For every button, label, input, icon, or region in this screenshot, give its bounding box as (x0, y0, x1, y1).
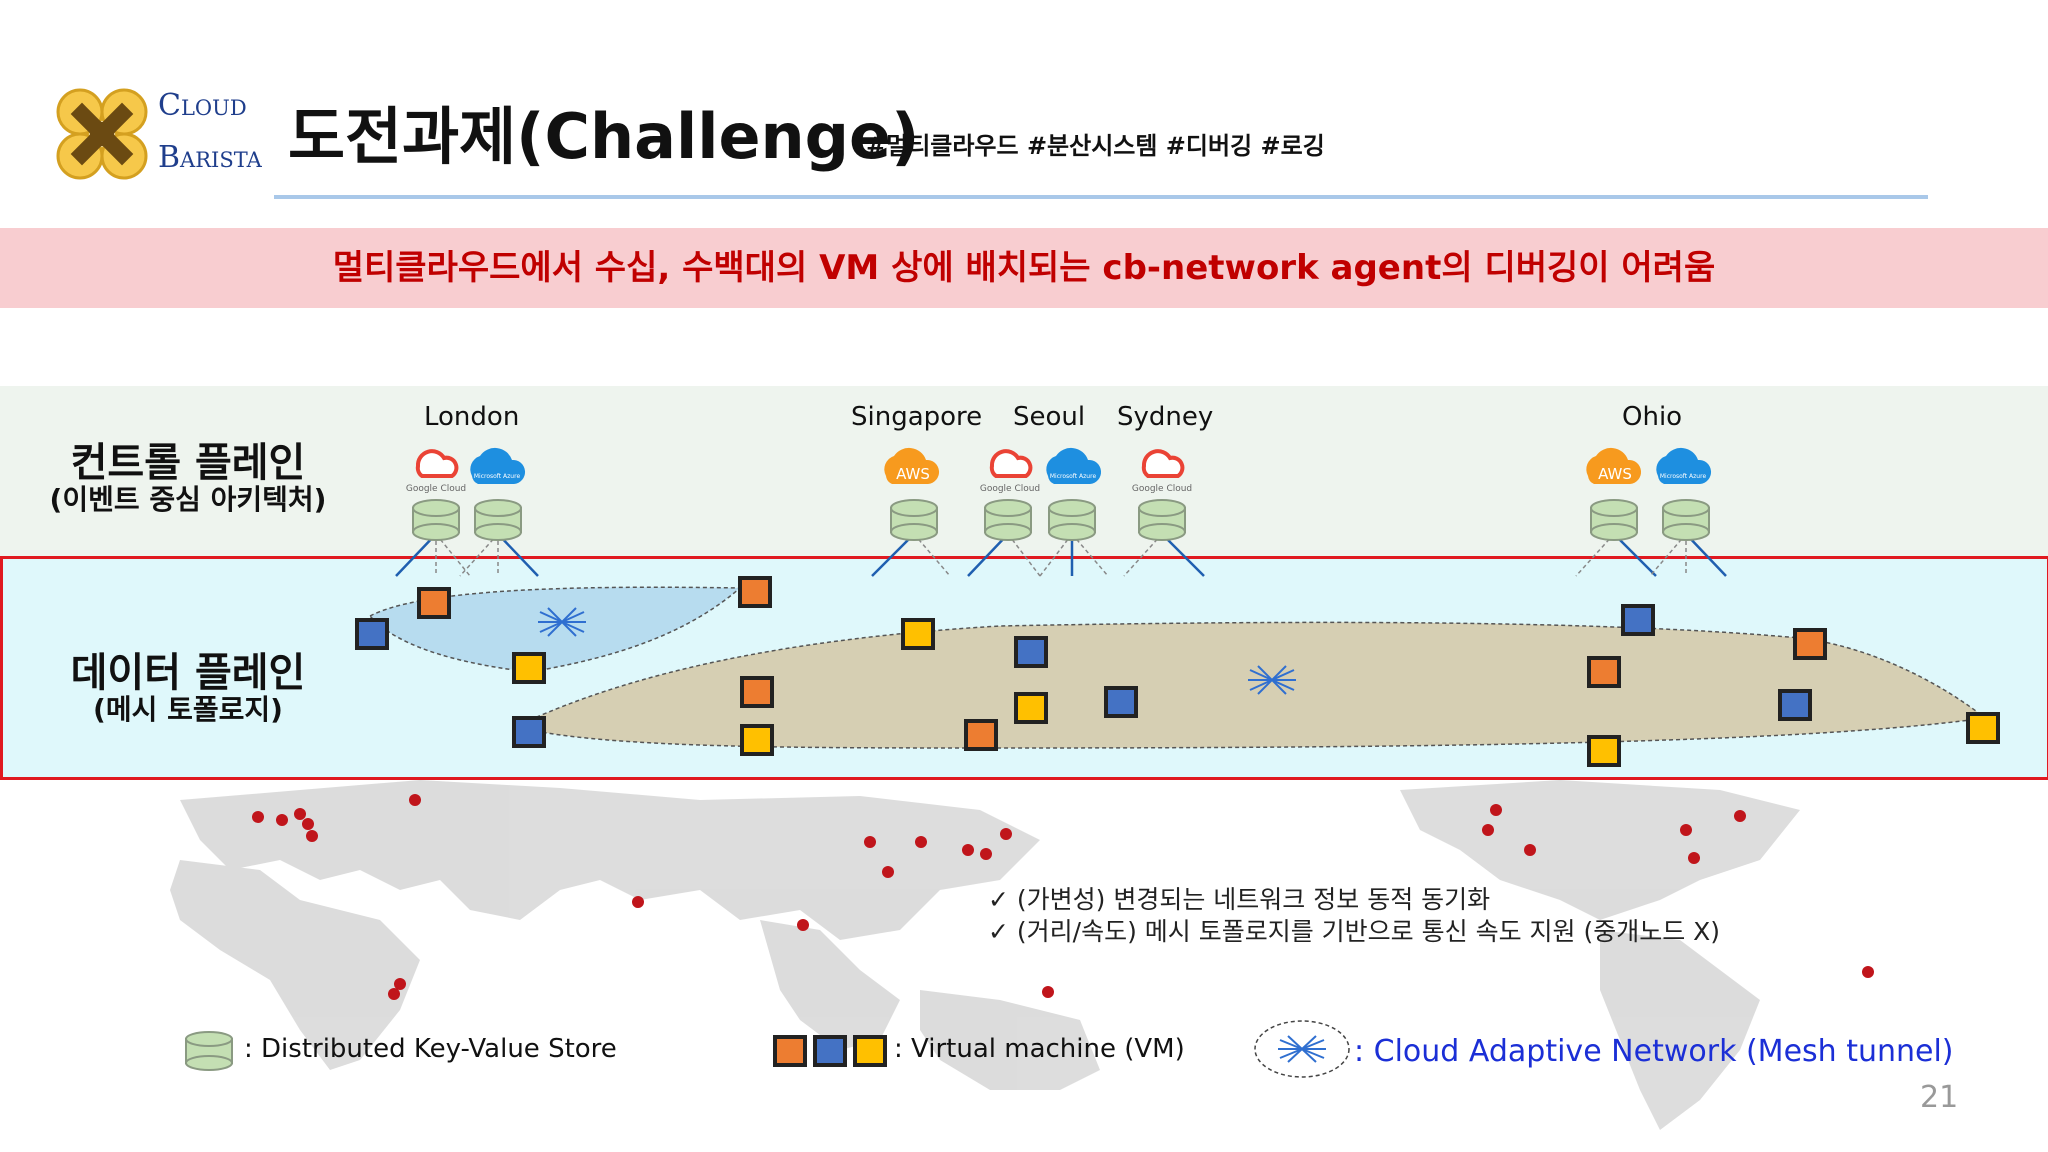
page-number: 21 (1920, 1080, 1959, 1115)
azure-cloud-icon: Microsoft Azure (470, 447, 526, 484)
city-singapore: Singapore (851, 402, 983, 432)
vm-icon (1014, 692, 1048, 724)
svg-text:Microsoft Azure: Microsoft Azure (1660, 473, 1707, 480)
kv-stores (412, 499, 1710, 541)
vm-icon (1587, 656, 1621, 688)
mesh-tunnel-icon (538, 607, 586, 637)
kv-store-icon (984, 499, 1032, 541)
vm-icon (1621, 604, 1655, 636)
vm-icon (355, 618, 389, 650)
legend-kv-icon (185, 1031, 233, 1071)
google-cloud-icon: Google Cloud (406, 449, 466, 494)
kv-store-icon (1662, 499, 1710, 541)
city-london: London (424, 402, 520, 432)
page-title: 도전과제(Challenge) (288, 100, 920, 173)
logo-text-barista: Barista (158, 140, 262, 175)
legend-vm-label: : Virtual machine (VM) (894, 1034, 1185, 1064)
vm-icon (1104, 686, 1138, 718)
legend-vm-icons (773, 1035, 887, 1067)
vm-icon (740, 724, 774, 756)
vm-icon (512, 716, 546, 748)
google-cloud-icon: Google Cloud (980, 449, 1040, 494)
vm-icon (1793, 628, 1827, 660)
svg-text:Google Cloud: Google Cloud (406, 484, 466, 494)
mesh-region-large (529, 621, 1987, 749)
mesh-tunnel-icon (1248, 665, 1296, 695)
aws-icon: AWS (1586, 447, 1642, 484)
google-cloud-icon: Google Cloud (1132, 449, 1192, 494)
kv-store-icon (1138, 499, 1186, 541)
world-map (170, 780, 1874, 1130)
svg-text:Google Cloud: Google Cloud (1132, 484, 1192, 494)
data-plane-subtitle: (메시 토폴로지) (93, 693, 283, 726)
vm-icon (738, 576, 772, 608)
legend-mesh-label: : Cloud Adaptive Network (Mesh tunnel) (1354, 1034, 1954, 1069)
city-ohio: Ohio (1622, 402, 1683, 432)
azure-cloud-icon: Microsoft Azure (1656, 447, 1712, 484)
vm-icon (1014, 636, 1048, 668)
bullet-item: ✓ (거리/속도) 메시 토폴로지를 기반으로 통신 속도 지원 (중개노드 X… (988, 917, 1721, 946)
vm-icon (417, 587, 451, 619)
vm-icon (1587, 735, 1621, 767)
hashtags: #멀티클라우드 #분산시스템 #디버깅 #로깅 (866, 132, 1325, 160)
vm-icon (740, 676, 774, 708)
city-seoul: Seoul (1013, 402, 1086, 432)
problem-statement: 멀티클라우드에서 수십, 수백대의 VM 상에 배치되는 cb-network … (332, 248, 1716, 288)
feature-bullets: ✓ (가변성) 변경되는 네트워크 정보 동적 동기화 ✓ (거리/속도) 메시… (988, 884, 1720, 948)
svg-text:AWS: AWS (896, 465, 930, 483)
vm-icon (1966, 712, 2000, 744)
title-divider (274, 195, 1928, 199)
control-plane-subtitle: (이벤트 중심 아키텍처) (49, 483, 327, 516)
check-icon: ✓ (988, 885, 1017, 914)
data-plane-title: 데이터 플레인 (70, 650, 306, 696)
kv-store-icon (412, 499, 460, 541)
aws-icon: AWS (884, 447, 940, 484)
kv-store-icon (474, 499, 522, 541)
vm-icon (964, 719, 998, 751)
azure-cloud-icon: Microsoft Azure (1046, 447, 1102, 484)
network-diagram: Google Cloud Microsoft Azure AWS Google … (355, 447, 2000, 767)
city-sydney: Sydney (1117, 402, 1214, 432)
kv-store-icon (890, 499, 938, 541)
bullet-item: ✓ (가변성) 변경되는 네트워크 정보 동적 동기화 (988, 885, 1491, 914)
svg-text:AWS: AWS (1598, 465, 1632, 483)
svg-text:Microsoft Azure: Microsoft Azure (1050, 473, 1097, 480)
svg-text:Microsoft Azure: Microsoft Azure (474, 473, 521, 480)
vm-icon (512, 652, 546, 684)
legend-kv-label: : Distributed Key-Value Store (244, 1034, 617, 1064)
vm-icon (1778, 689, 1812, 721)
kv-store-icon (1048, 499, 1096, 541)
svg-text:Google Cloud: Google Cloud (980, 484, 1040, 494)
problem-banner (0, 228, 2048, 308)
vm-icon (901, 618, 935, 650)
check-icon: ✓ (988, 917, 1017, 946)
control-plane-title: 컨트롤 플레인 (70, 440, 306, 486)
cloud-barista-logo-icon (56, 88, 148, 180)
kv-store-icon (1590, 499, 1638, 541)
legend-mesh-icon (1254, 1020, 1350, 1078)
logo-text-cloud: Cloud (158, 88, 247, 123)
